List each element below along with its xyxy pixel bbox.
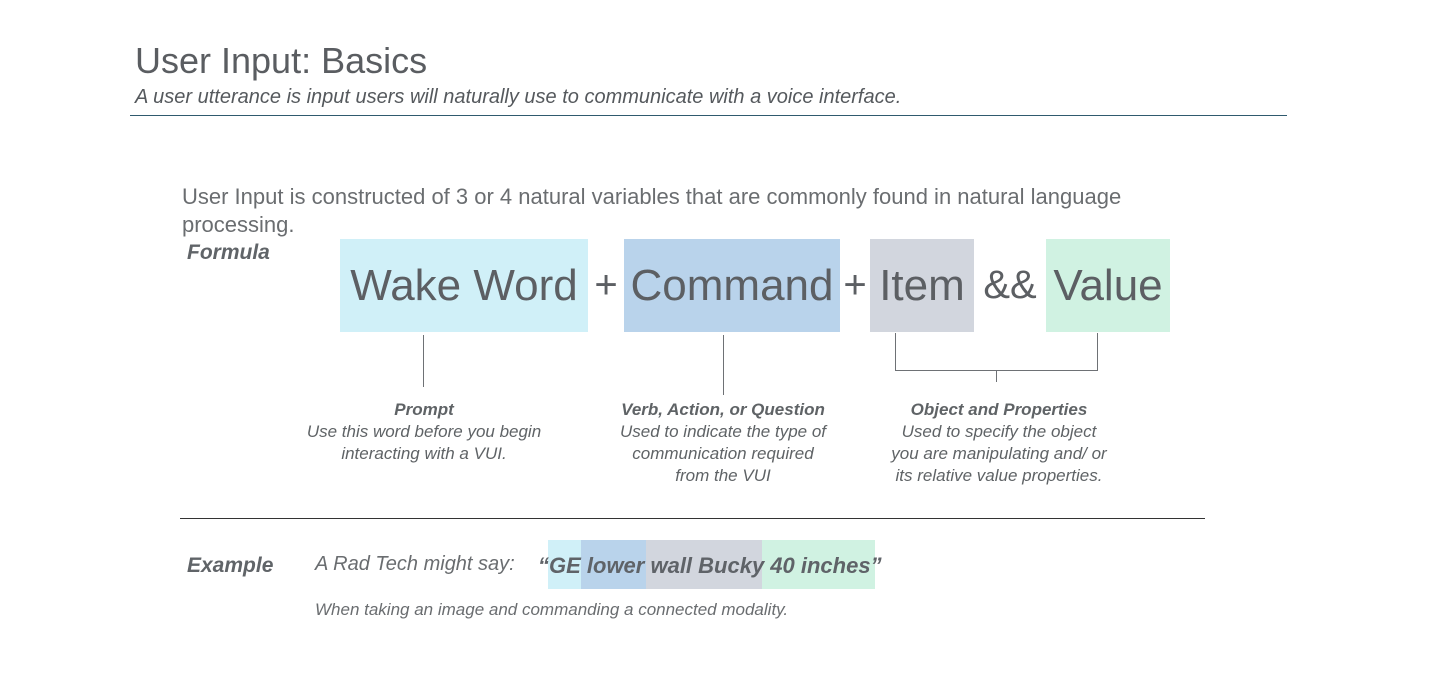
item-box: Item — [870, 239, 974, 332]
intro-text: User Input is constructed of 3 or 4 natu… — [182, 184, 1122, 237]
example-lead: A Rad Tech might say: — [315, 553, 515, 575]
header-divider — [130, 115, 1287, 116]
value-box: Value — [1046, 239, 1170, 332]
section-divider — [180, 518, 1205, 519]
example-value-highlight — [762, 540, 875, 589]
page-subtitle: A user utterance is input users will nat… — [135, 86, 902, 108]
example-wake-highlight — [548, 540, 581, 589]
prompt-description: Prompt Use this word before you begin in… — [284, 399, 564, 465]
example-label: Example — [187, 554, 274, 577]
wake-word-connector — [423, 335, 424, 387]
item-value-bracket-stem — [996, 370, 997, 382]
command-connector — [723, 335, 724, 395]
object-body: Used to specify the object you are manip… — [891, 422, 1107, 485]
prompt-title: Prompt — [394, 400, 454, 419]
example-item-highlight — [646, 540, 762, 589]
formula-label: Formula — [187, 241, 270, 264]
object-description: Object and Properties Used to specify th… — [884, 399, 1114, 487]
command-body: Used to indicate the type of communicati… — [619, 422, 827, 485]
command-description: Verb, Action, or Question Used to indica… — [603, 399, 843, 487]
example-caption: When taking an image and commanding a co… — [315, 600, 789, 619]
example-quote: “GE lower wall Bucky 40 inches” — [538, 553, 882, 578]
and-operator: && — [983, 263, 1037, 307]
prompt-body: Use this word before you begin interacti… — [306, 422, 542, 463]
page-title: User Input: Basics — [135, 40, 428, 81]
item-bracket-left — [895, 333, 896, 370]
plus-operator: + — [843, 263, 867, 307]
command-box: Command — [624, 239, 840, 332]
command-title: Verb, Action, or Question — [621, 400, 825, 419]
object-title: Object and Properties — [910, 400, 1088, 419]
example-command-highlight — [581, 540, 646, 589]
wake-word-box: Wake Word — [340, 239, 588, 332]
value-bracket-right — [1097, 333, 1098, 370]
plus-operator: + — [594, 263, 618, 307]
